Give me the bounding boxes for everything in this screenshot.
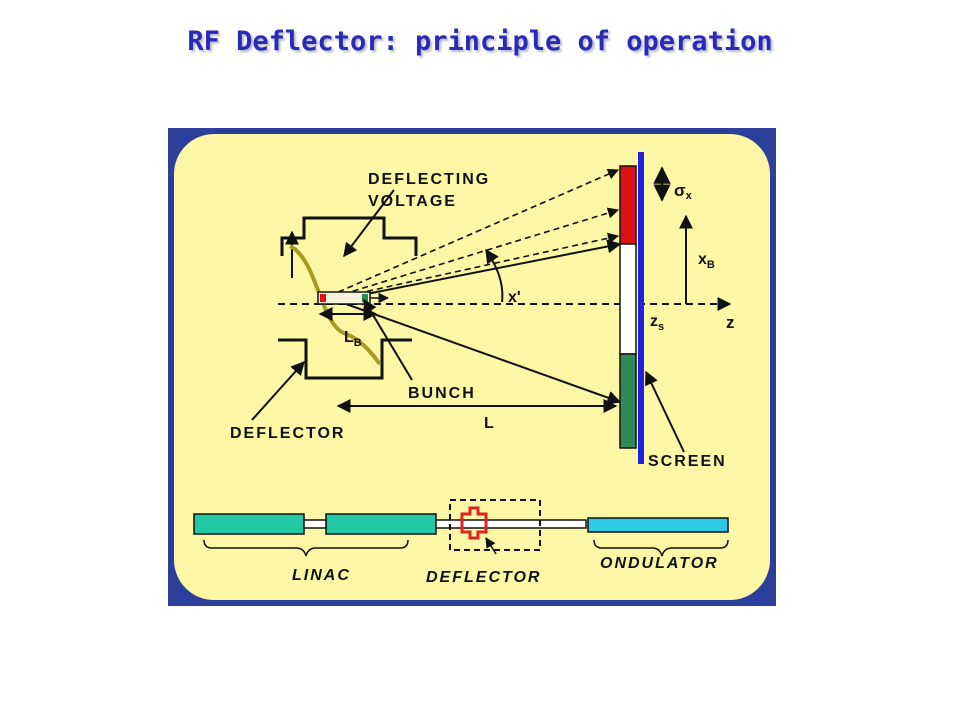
ray-dashed-1 [319, 168, 620, 301]
xb-label: xB [698, 251, 715, 271]
ray-dashed-2 [323, 207, 620, 301]
beamline-deflector-label: DEFLECTOR [426, 569, 541, 586]
screen-segment-green [619, 353, 637, 449]
z-axis-label: z [726, 313, 735, 332]
deflector-beamline-pointer [485, 537, 497, 555]
slide-title: RF Deflector: principle of operation [187, 26, 773, 57]
xprime-label: x' [508, 289, 521, 306]
beampipe-2 [435, 519, 587, 529]
screen-segment-white [619, 243, 637, 355]
linac-brace [203, 539, 409, 557]
bunch-head [320, 294, 326, 302]
linac-label: LINAC [292, 567, 351, 584]
lb-label: LB [344, 329, 362, 349]
screen-bar [638, 152, 644, 464]
screen-pointer [645, 370, 685, 453]
deflecting-label: DEFLECTING [368, 171, 490, 188]
voltage-label: VOLTAGE [368, 193, 457, 210]
rf-deflector-diagram: DEFLECTING VOLTAGE σx xB x' z zs LB BUNC… [168, 128, 776, 606]
distance-label: L [484, 415, 494, 432]
ondulator-label: ONDULATOR [600, 555, 719, 572]
deflector-box [449, 499, 541, 551]
bunch-label: BUNCH [408, 385, 476, 402]
deflecting-voltage-curve [288, 244, 382, 366]
linac-section-2 [325, 513, 437, 535]
screen-segment-red [619, 165, 637, 245]
sigma-label: σx [674, 181, 693, 202]
deflecting-voltage-pointer [343, 189, 395, 258]
ondulator-brace [593, 539, 729, 557]
ondulator-block [587, 517, 729, 533]
diagram-canvas: DEFLECTING VOLTAGE σx xB x' z zs LB BUNC… [174, 134, 770, 600]
bunch-pointer [363, 298, 413, 381]
deflector-cavity-icon [460, 506, 488, 540]
bunch-tail [362, 294, 368, 302]
ray-solid-bottom [345, 303, 622, 405]
angle-arc [485, 248, 504, 303]
deflector-pointer [251, 360, 305, 421]
deflector-label: DEFLECTOR [230, 425, 345, 442]
zs-label: zs [650, 313, 664, 333]
linac-section-1 [193, 513, 305, 535]
screen-label: SCREEN [648, 453, 727, 470]
ray-solid-top [335, 239, 622, 301]
beampipe-1 [303, 519, 327, 529]
